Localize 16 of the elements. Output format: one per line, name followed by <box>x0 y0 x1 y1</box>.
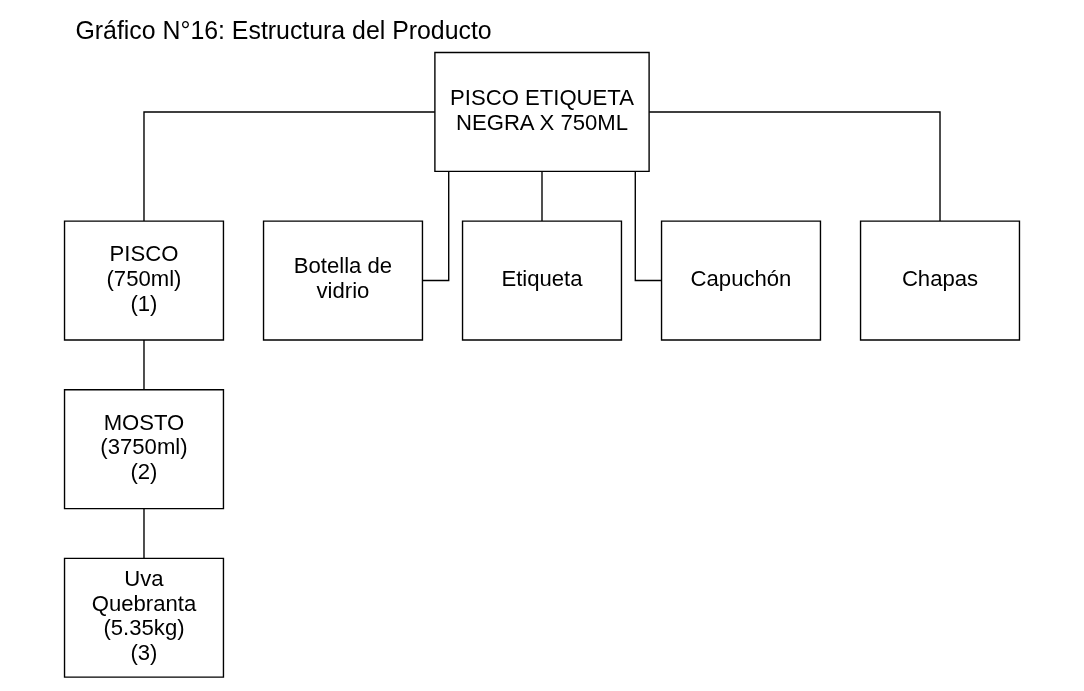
connector <box>648 111 941 222</box>
node-box: PISCO ETIQUETA NEGRA X 750ML <box>434 51 650 173</box>
node-box: MOSTO (3750ml) (2) <box>63 389 225 510</box>
node-box: Capuchón <box>660 220 822 341</box>
node-box: Uva Quebranta (5.35kg) (3) <box>63 557 225 678</box>
connector <box>143 339 145 391</box>
connector <box>143 111 436 222</box>
connector <box>143 507 145 559</box>
diagram-title: Gráfico N°16: Estructura del Producto <box>75 16 492 45</box>
node-box: PISCO (750ml) (1) <box>63 220 225 341</box>
node-box: Botella de vidrio <box>262 220 424 341</box>
connector <box>634 170 663 282</box>
connector <box>541 170 543 222</box>
node-box: Chapas <box>859 220 1021 341</box>
node-box: Etiqueta <box>461 220 623 341</box>
connector <box>421 170 450 282</box>
